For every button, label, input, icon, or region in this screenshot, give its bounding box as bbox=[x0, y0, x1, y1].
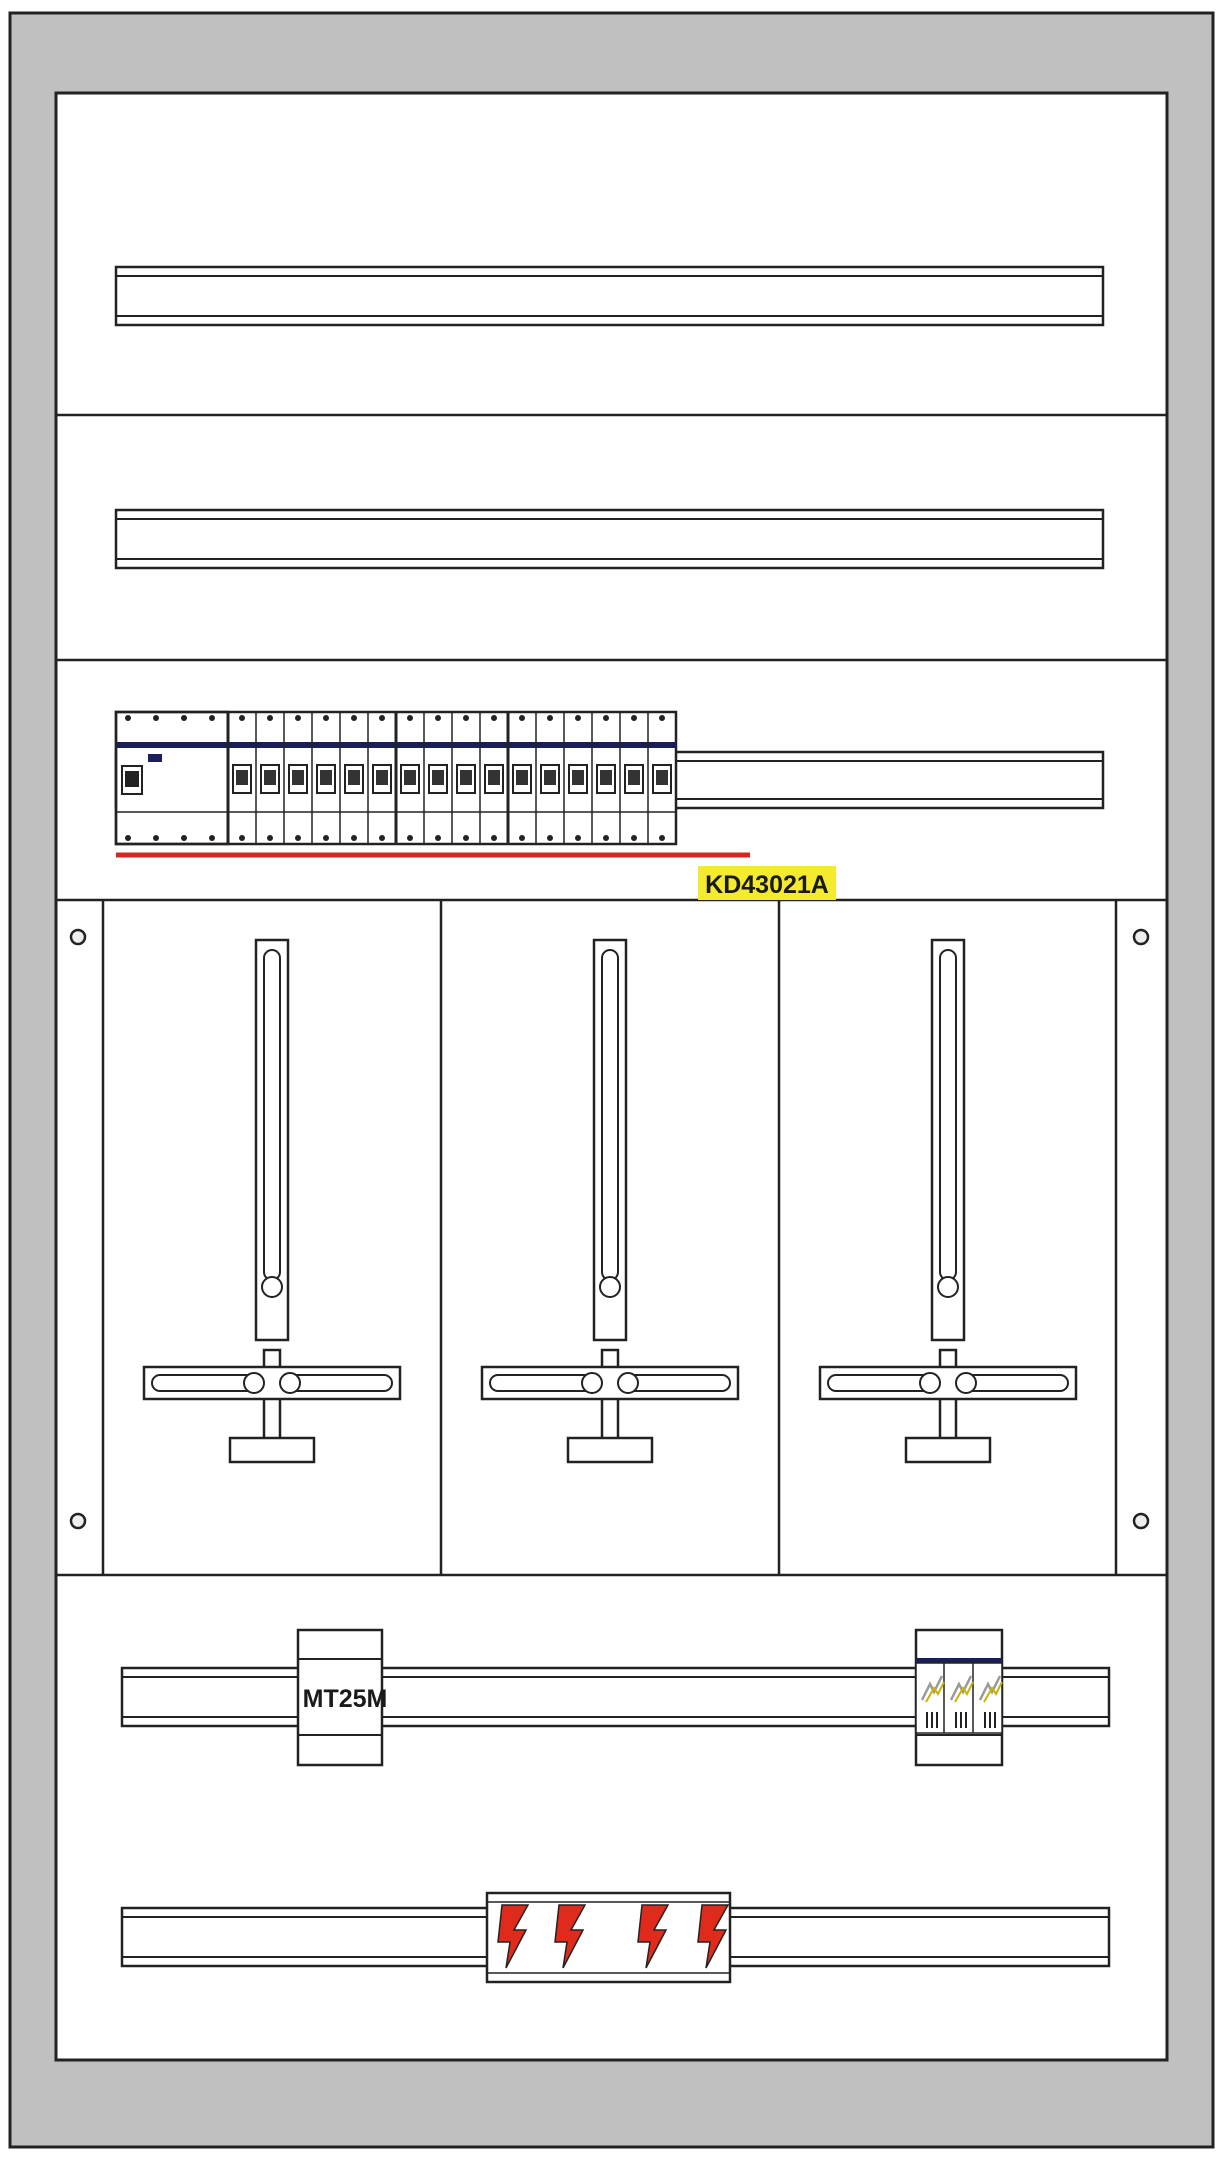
circuit-breaker bbox=[255, 712, 280, 844]
breaker-strip bbox=[114, 710, 678, 846]
circuit-breaker bbox=[591, 712, 616, 844]
lightning-bolt-icon bbox=[554, 1904, 587, 1969]
circuit-breaker bbox=[226, 712, 252, 844]
circuit-breaker bbox=[479, 712, 504, 844]
lightning-bolt-icon bbox=[497, 1904, 530, 1969]
circuit-breaker bbox=[283, 712, 308, 844]
meter-mount bbox=[142, 938, 402, 1464]
circuit-breaker bbox=[311, 712, 336, 844]
screw-icon bbox=[69, 928, 87, 946]
screw-icon bbox=[69, 1512, 87, 1530]
circuit-breaker bbox=[451, 712, 476, 844]
mt-module bbox=[296, 1628, 384, 1767]
screw-icon bbox=[1132, 1512, 1150, 1530]
meter-mount bbox=[818, 938, 1078, 1464]
mt-code-label: MT25M bbox=[303, 1685, 388, 1713]
kd-code-label: KD43021A bbox=[705, 871, 829, 899]
circuit-breaker bbox=[647, 712, 672, 844]
circuit-breaker bbox=[535, 712, 560, 844]
circuit-breaker bbox=[563, 712, 588, 844]
circuit-breaker bbox=[619, 712, 644, 844]
kd-label-highlight bbox=[698, 866, 836, 900]
din-rail-second bbox=[114, 508, 1105, 570]
circuit-breaker bbox=[506, 712, 532, 844]
meter-mount bbox=[480, 938, 740, 1464]
lightning-bolts bbox=[497, 1904, 730, 1969]
din-rail-top bbox=[114, 265, 1105, 327]
surge-arrester-icon bbox=[914, 1628, 1004, 1767]
meter-holders bbox=[142, 938, 1078, 1464]
lightning-bolt-icon bbox=[637, 1904, 670, 1969]
fuse-block bbox=[485, 1891, 732, 1984]
screw-icon bbox=[1132, 928, 1150, 946]
circuit-breaker bbox=[423, 712, 448, 844]
circuit-breaker bbox=[394, 712, 420, 844]
circuit-breaker bbox=[367, 712, 392, 844]
lightning-bolt-icon bbox=[697, 1904, 730, 1969]
circuit-breaker bbox=[339, 712, 364, 844]
